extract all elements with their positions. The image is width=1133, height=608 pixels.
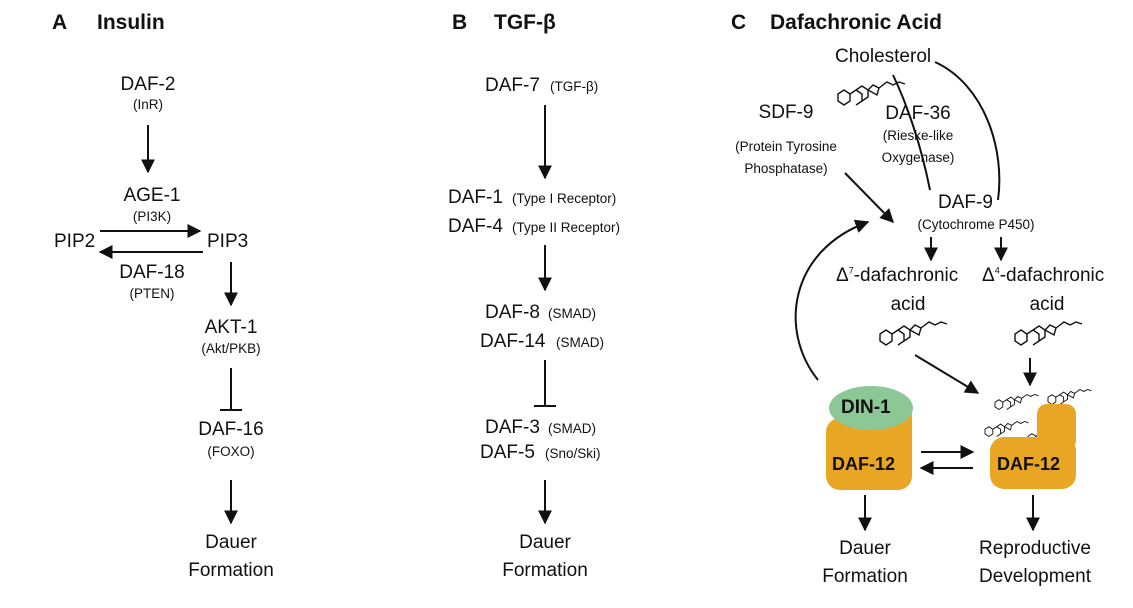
panel-c-letter: C (731, 11, 747, 34)
sdf9-sub1: (Protein Tyrosine (735, 139, 837, 154)
sdf9-sub2: Phosphatase) (744, 161, 828, 176)
daf8-label: DAF-8 (485, 302, 540, 323)
daf12-left-label: DAF-12 (832, 454, 896, 474)
daf1-sub: (Type I Receptor) (512, 191, 617, 206)
dauer-label-a: Dauer (205, 532, 257, 553)
daf9-sub: (Cytochrome P450) (917, 217, 1035, 232)
d4-acid-structure-icon (1014, 321, 1083, 346)
formation-label-a: Formation (188, 560, 274, 581)
reproductive-label: Reproductive (979, 538, 1091, 559)
bound-ligand-icon-2 (1047, 388, 1092, 405)
daf36-label: DAF-36 (885, 103, 951, 124)
daf3-label: DAF-3 (485, 417, 540, 438)
daf18-label: DAF-18 (119, 262, 185, 283)
pip3-label: PIP3 (207, 231, 249, 252)
dauer-label-b: Dauer (519, 532, 571, 553)
bound-ligand-icon-3 (984, 420, 1029, 437)
daf1-label: DAF-1 (448, 187, 503, 208)
development-label: Development (979, 566, 1091, 587)
cholesterol-label: Cholesterol (835, 46, 932, 67)
daf18-sub: (PTEN) (129, 286, 175, 301)
d4-acid-label: acid (1029, 294, 1065, 315)
age1-sub: (PI3K) (132, 209, 172, 224)
daf36-sub2: Oxygenase) (881, 150, 955, 165)
daf5-label: DAF-5 (480, 442, 535, 463)
daf3-sub: (SMAD) (548, 421, 596, 436)
arrow-d7-daf12 (914, 354, 980, 394)
line-cholesterol-daf9-a (892, 74, 931, 191)
d7-delta: Δ (836, 265, 849, 286)
bound-ligand-icon-1 (994, 393, 1039, 410)
formation-label-b: Formation (502, 560, 588, 581)
daf4-label: DAF-4 (448, 216, 503, 237)
daf2-sub: (InR) (133, 97, 163, 112)
din1-protein (829, 386, 913, 430)
din1-label: DIN-1 (841, 397, 891, 418)
daf9-label: DAF-9 (938, 192, 993, 213)
daf7-label: DAF-7 (485, 75, 540, 96)
d7-acid-label: acid (890, 294, 926, 315)
daf14-sub: (SMAD) (556, 335, 604, 350)
panel-a-letter: A (52, 11, 68, 34)
daf2-label: DAF-2 (120, 74, 176, 95)
daf14-label: DAF-14 (480, 331, 546, 352)
d4-name: -dafachronic (999, 265, 1105, 286)
daf16-label: DAF-16 (198, 419, 264, 440)
d4-dafachronic-label: Δ4-dafachronic (982, 266, 1104, 285)
daf7-sub: (TGF-β) (550, 79, 599, 94)
formation-label-c: Formation (822, 566, 908, 587)
cholesterol-structure-icon (837, 81, 906, 106)
daf12-right-label: DAF-12 (997, 454, 1061, 474)
d4-delta: Δ (982, 265, 995, 286)
d7-acid-structure-icon (879, 321, 948, 346)
daf8-sub: (SMAD) (548, 306, 596, 321)
akt1-label: AKT-1 (204, 317, 258, 338)
dauer-label-c: Dauer (839, 538, 891, 559)
line-cholesterol-daf9-b (934, 61, 1001, 201)
pip2-label: PIP2 (54, 231, 96, 252)
daf4-sub: (Type II Receptor) (512, 220, 621, 235)
age1-label: AGE-1 (123, 185, 181, 206)
panel-b-letter: B (452, 11, 468, 34)
arrow-din1-daf9-feedback (794, 219, 870, 381)
panel-c-title: Dafachronic Acid (770, 11, 942, 34)
panel-b-title: TGF-β (494, 11, 556, 34)
d7-dafachronic-label: Δ7-dafachronic (836, 266, 958, 285)
akt1-sub: (Akt/PKB) (201, 341, 261, 356)
daf12-right-protein-top (1037, 404, 1076, 450)
d4-superscript: 4 (994, 265, 1000, 276)
d7-name: -dafachronic (853, 265, 959, 286)
daf36-sub1: (Rieske-like (882, 128, 954, 143)
daf16-sub: (FOXO) (207, 444, 255, 459)
panel-a-title: Insulin (97, 11, 165, 34)
arrow-sdf9-daf9 (844, 172, 894, 224)
sdf9-label: SDF-9 (758, 102, 814, 123)
d7-superscript: 7 (848, 265, 854, 276)
daf5-sub: (Sno/Ski) (545, 446, 601, 461)
